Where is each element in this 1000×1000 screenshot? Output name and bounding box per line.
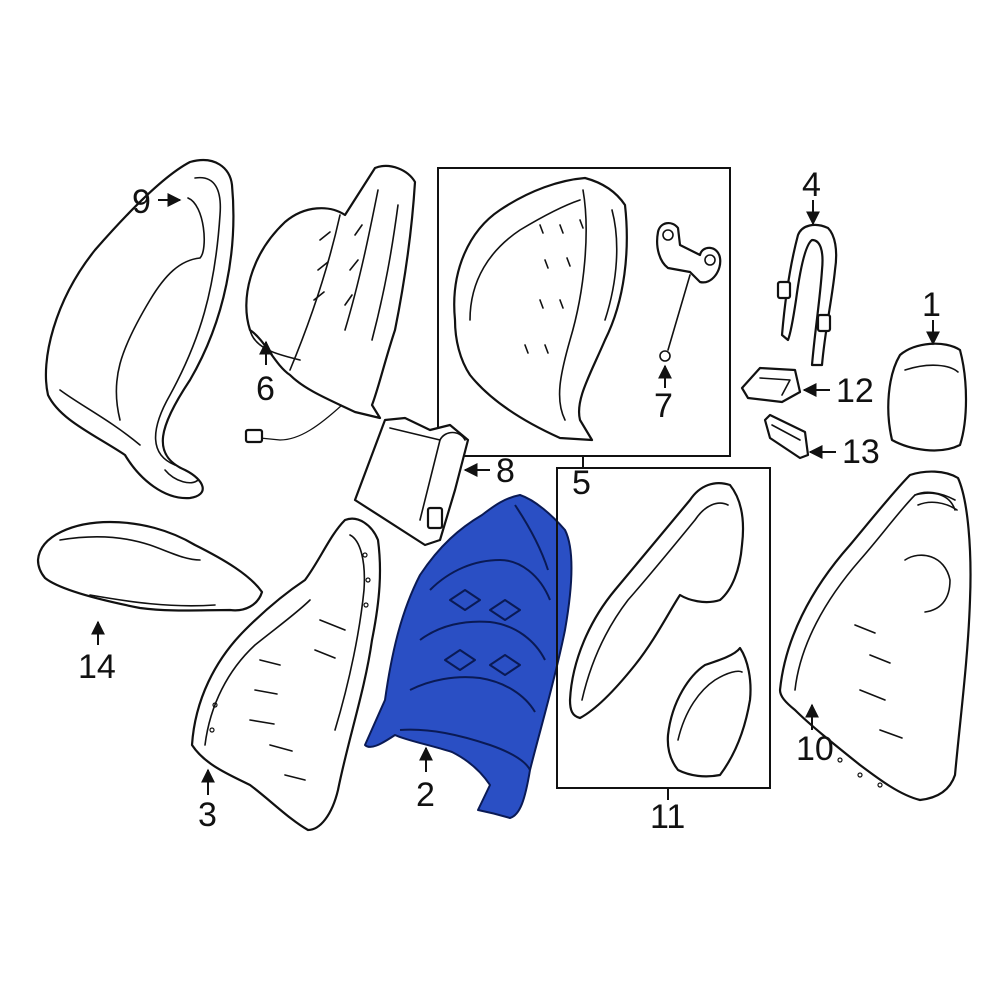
part-1-headrest[interactable] xyxy=(887,342,968,452)
callout-9: 9 xyxy=(132,183,151,221)
part-10-seat-back-shell[interactable] xyxy=(778,470,972,802)
part-8-module[interactable] xyxy=(353,416,470,547)
part-12-clip[interactable] xyxy=(740,366,802,404)
callout-2: 2 xyxy=(416,776,435,814)
callout-13: 13 xyxy=(842,433,880,471)
callout-10: 10 xyxy=(796,730,834,768)
part-4-headrest-guide[interactable] xyxy=(776,223,838,367)
part-2-seat-back-frame-highlighted[interactable] xyxy=(364,494,573,819)
callout-6: 6 xyxy=(256,370,275,408)
part-6-seat-back-pad[interactable] xyxy=(244,164,417,444)
callout-1: 1 xyxy=(922,286,941,324)
part-5-seat-back-board[interactable] xyxy=(453,176,628,442)
callout-12: 12 xyxy=(836,372,874,410)
callout-11: 11 xyxy=(650,798,685,836)
part-11-group-box xyxy=(556,467,771,789)
callout-labels: 9 6 5 7 4 1 12 13 8 14 3 2 11 10 xyxy=(78,166,941,836)
part-14-cushion[interactable] xyxy=(36,520,264,612)
part-11-side-trim[interactable] xyxy=(568,482,752,778)
part-13-bezel[interactable] xyxy=(763,413,810,460)
callout-14: 14 xyxy=(78,648,116,686)
part-7-release-cable[interactable] xyxy=(656,222,722,362)
leader-lines xyxy=(91,193,940,800)
callout-7: 7 xyxy=(654,387,673,425)
callout-3: 3 xyxy=(198,796,217,834)
callout-8: 8 xyxy=(496,452,515,490)
part-3-rear-frame[interactable] xyxy=(190,517,382,832)
callout-5: 5 xyxy=(572,464,591,502)
callout-4: 4 xyxy=(802,166,821,204)
part-9-seat-back-cover[interactable] xyxy=(44,159,235,500)
